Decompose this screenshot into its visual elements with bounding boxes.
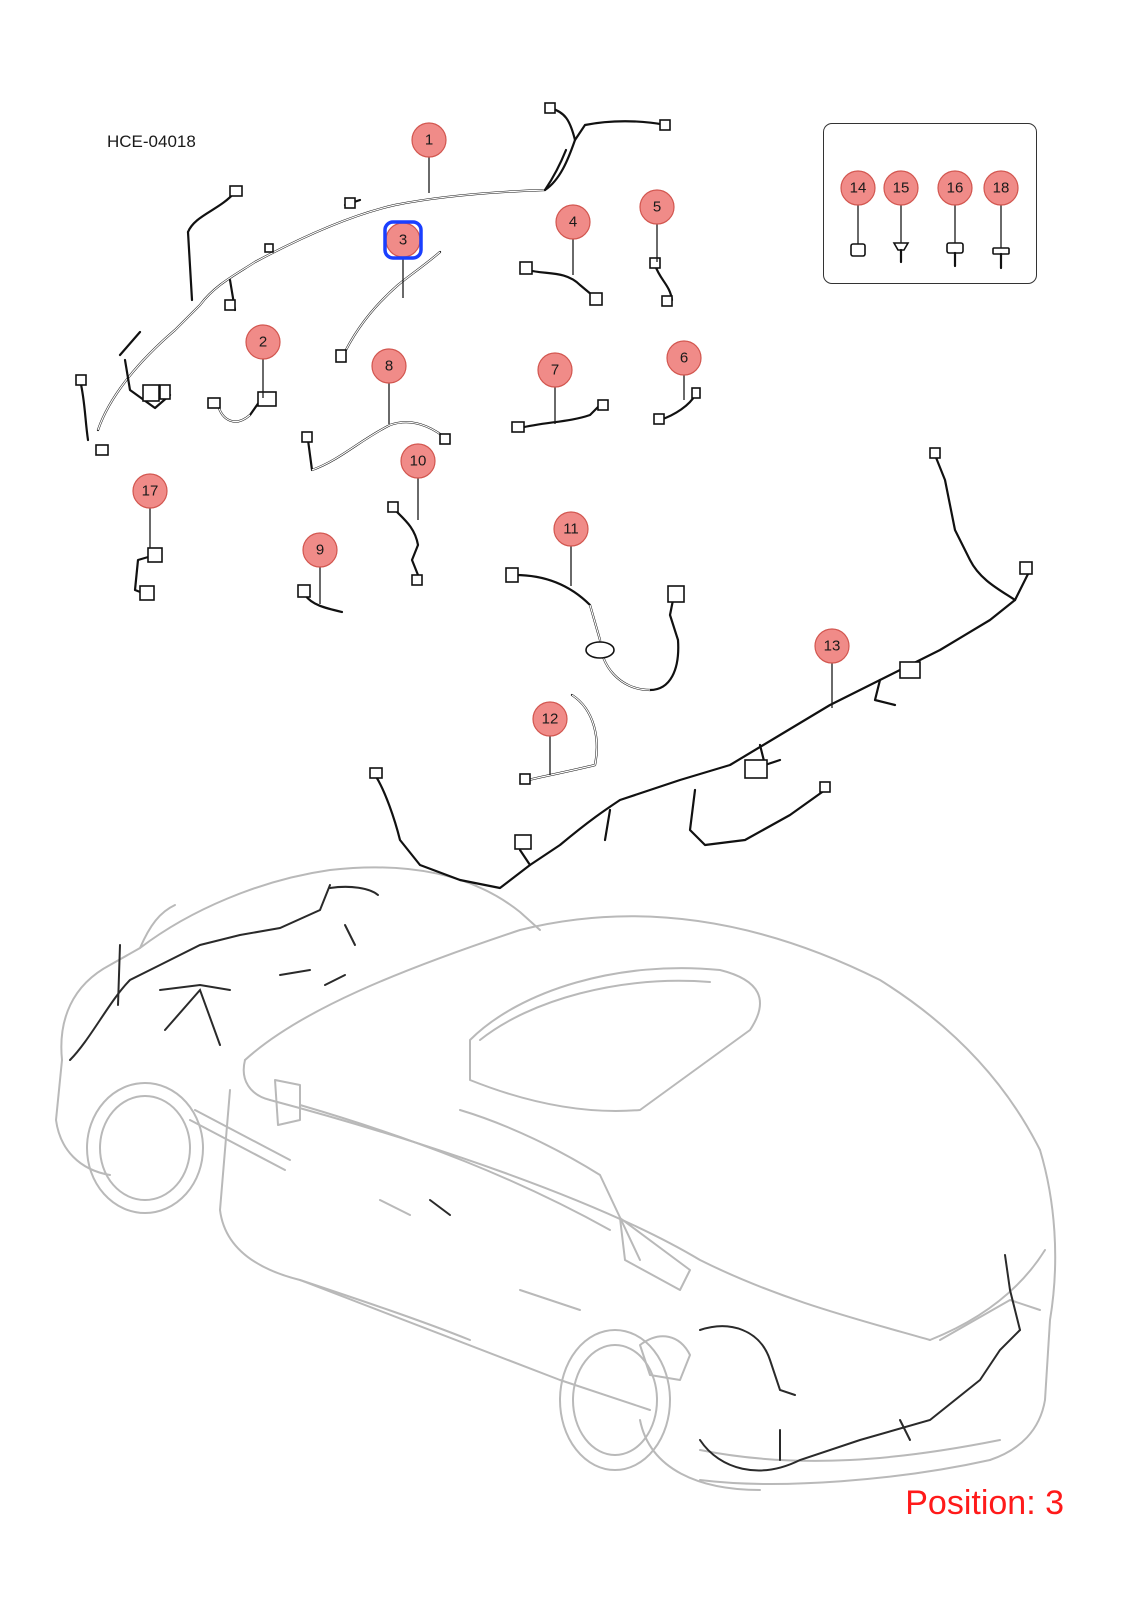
svg-text:12: 12	[542, 711, 559, 728]
part-8-cable	[301, 421, 451, 472]
part-5-harness	[649, 257, 674, 307]
callout-10[interactable]: 10	[400, 443, 436, 520]
part-1-harness	[75, 102, 671, 456]
svg-text:2: 2	[259, 334, 267, 351]
callout-5[interactable]: 5	[639, 189, 675, 262]
part-17-harness	[133, 547, 163, 601]
callout-3[interactable]: 3	[383, 220, 423, 298]
callout-2[interactable]: 2	[245, 324, 281, 398]
part-6-harness	[653, 387, 701, 425]
part-7-harness	[511, 399, 609, 433]
fastener-group-box	[823, 123, 1037, 284]
car-wiring	[69, 884, 1021, 1472]
callout-9[interactable]: 9	[302, 532, 338, 604]
selected-callout-highlight	[383, 220, 423, 260]
callout-1[interactable]: 1	[411, 122, 447, 193]
part-10-harness	[387, 501, 423, 586]
fasteners	[850, 242, 1010, 270]
callout-13[interactable]: 13	[814, 628, 850, 708]
diagram-code: HCE-04018	[107, 132, 196, 151]
part-11-harness	[505, 567, 685, 692]
svg-text:6: 6	[680, 350, 688, 367]
svg-text:11: 11	[563, 521, 579, 538]
svg-text:10: 10	[410, 453, 427, 470]
callout-12[interactable]: 12	[532, 701, 568, 775]
callout-7[interactable]: 7	[537, 352, 573, 424]
svg-text:3: 3	[399, 232, 407, 249]
callouts: 1 2 3 4 5 6 7	[132, 122, 1019, 775]
part-13-harness	[369, 447, 1033, 890]
callout-14[interactable]: 14	[840, 170, 876, 244]
fastener-14-icon	[850, 243, 866, 257]
callout-18[interactable]: 18	[983, 170, 1019, 248]
svg-text:13: 13	[824, 638, 841, 655]
svg-text:1: 1	[425, 132, 433, 149]
part-9-harness	[297, 584, 344, 614]
callout-11[interactable]: 11	[553, 511, 589, 586]
fastener-15-icon	[892, 242, 910, 251]
callout-17[interactable]: 17	[132, 473, 168, 548]
svg-text:7: 7	[551, 362, 559, 379]
svg-text:4: 4	[569, 214, 577, 231]
svg-text:5: 5	[653, 199, 661, 216]
part-12-harness	[519, 693, 598, 785]
part-4-harness	[519, 261, 603, 306]
callout-16[interactable]: 16	[937, 170, 973, 243]
part-3-cable	[335, 250, 442, 363]
svg-text:16: 16	[947, 180, 964, 197]
callout-6[interactable]: 6	[666, 340, 702, 400]
car-outline	[55, 866, 1057, 1491]
callout-4[interactable]: 4	[555, 204, 591, 275]
svg-text:15: 15	[893, 180, 910, 197]
callout-8[interactable]: 8	[371, 348, 407, 424]
position-label: Position: 3	[905, 1484, 1064, 1522]
fastener-16-icon	[946, 242, 964, 254]
svg-text:9: 9	[316, 542, 324, 559]
callout-15[interactable]: 15	[883, 170, 919, 243]
svg-text:14: 14	[850, 180, 867, 197]
svg-text:8: 8	[385, 358, 393, 375]
svg-text:17: 17	[142, 483, 159, 500]
svg-text:18: 18	[993, 180, 1010, 197]
part-2-bracket	[207, 391, 277, 423]
